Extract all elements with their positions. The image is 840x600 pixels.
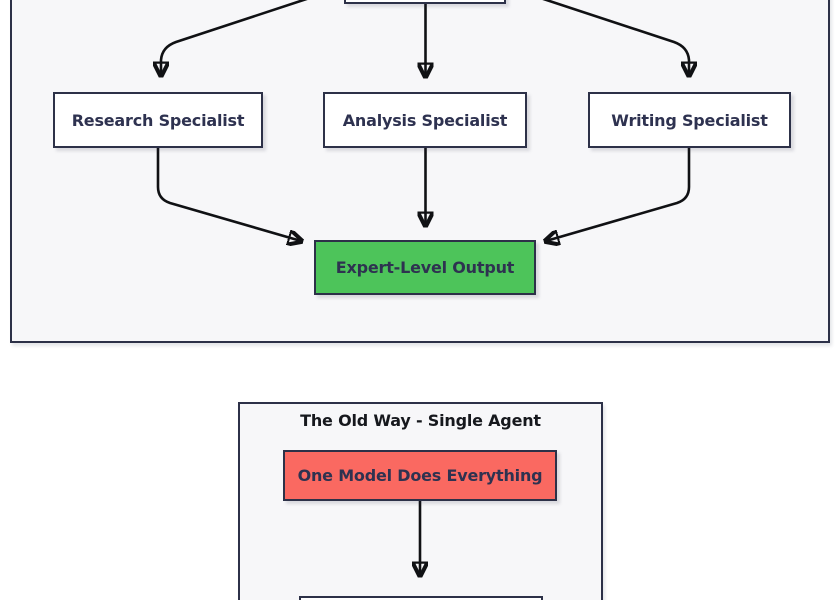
output-node: Expert-Level Output xyxy=(314,240,536,295)
single-model-node: One Model Does Everything xyxy=(283,450,557,501)
specialist-node-analysis: Analysis Specialist xyxy=(323,92,527,148)
specialist-node-writing: Writing Specialist xyxy=(588,92,791,148)
single-agent-title: The Old Way - Single Agent xyxy=(300,411,541,430)
orchestrator-node xyxy=(344,0,506,4)
specialist-node-research: Research Specialist xyxy=(53,92,263,148)
single-output-node xyxy=(299,596,543,600)
single-agent-container: The Old Way - Single Agent xyxy=(238,402,603,600)
